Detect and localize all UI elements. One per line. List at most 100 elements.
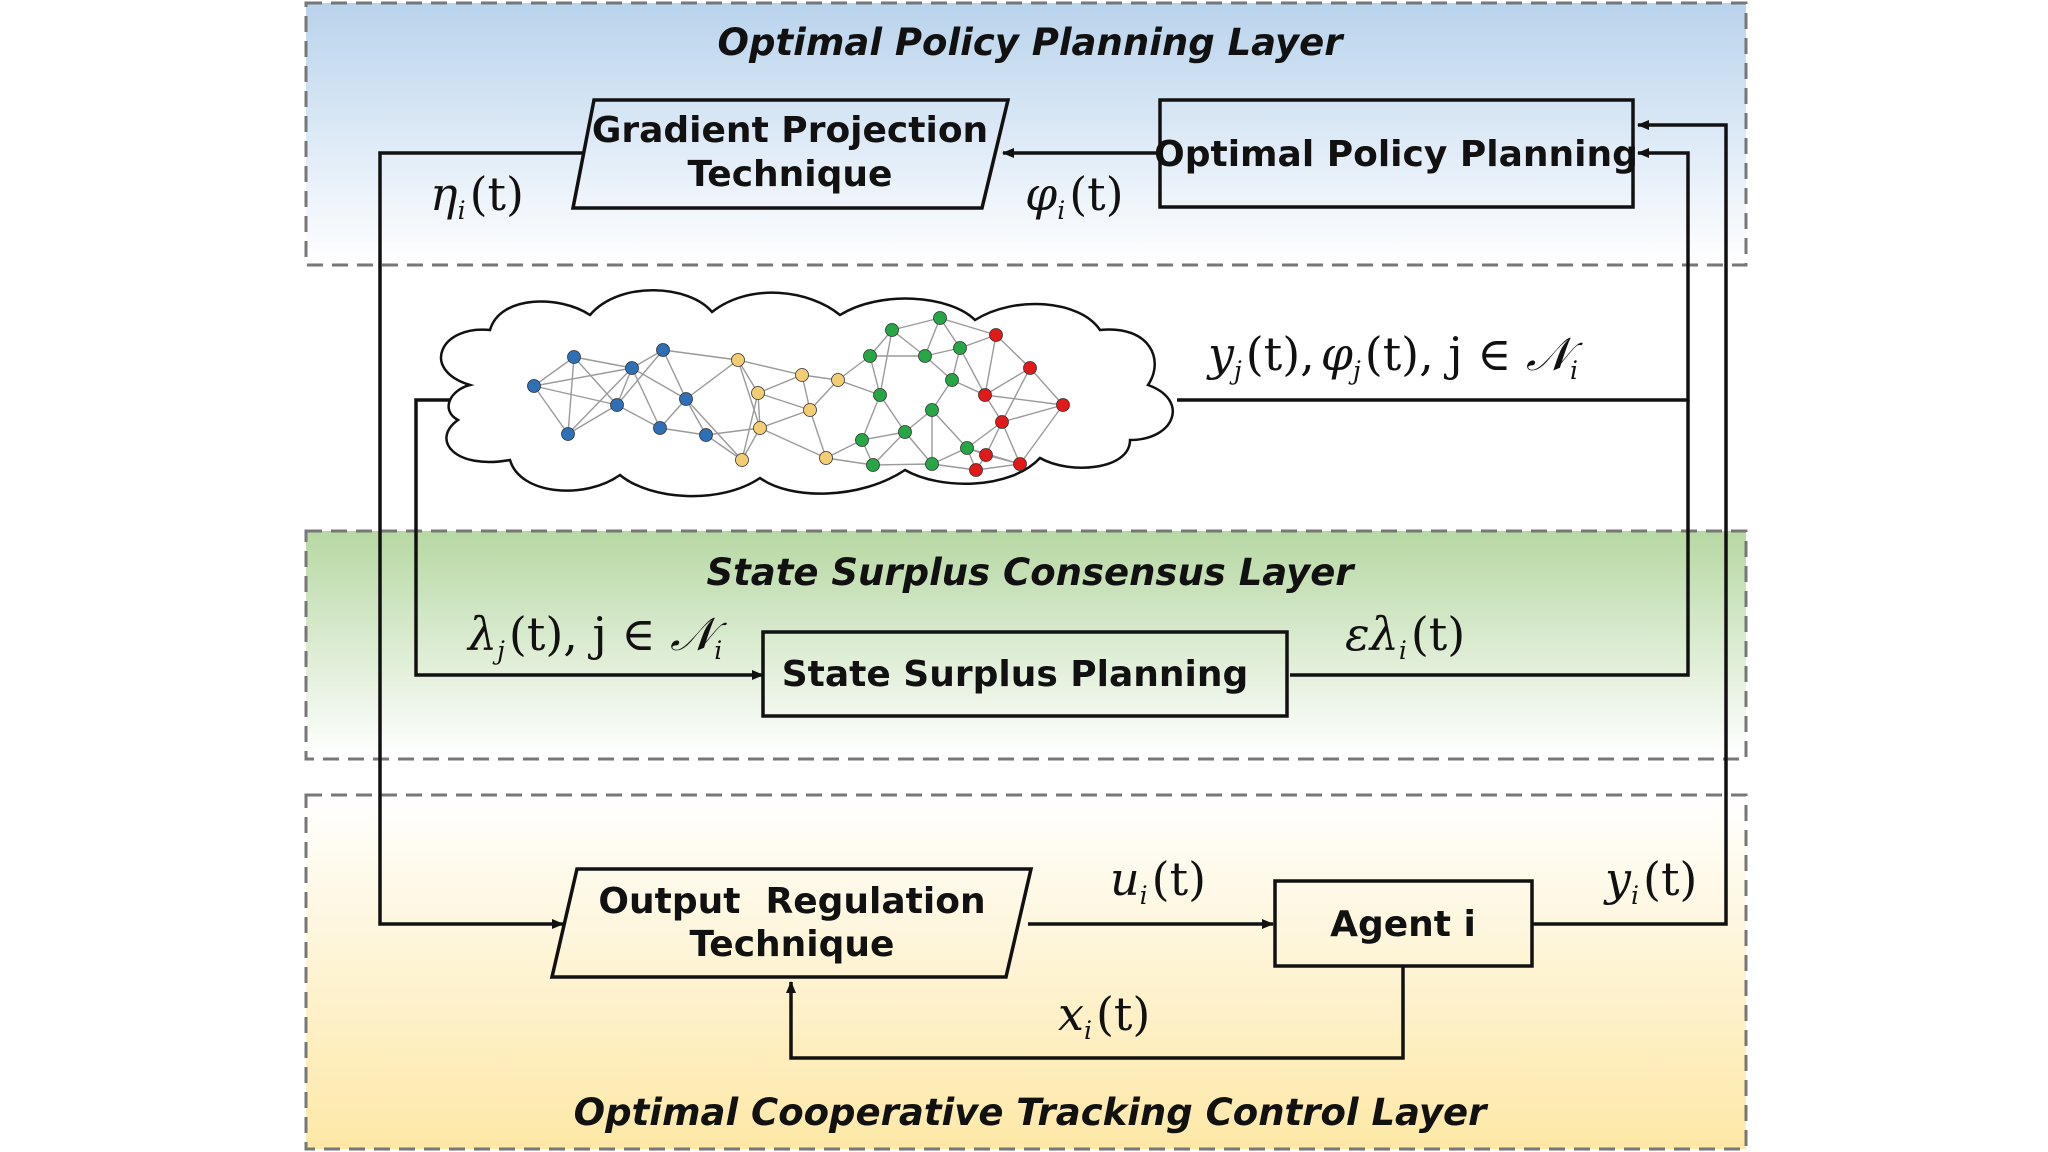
consensus-layer-title: State Surplus Consensus Layer (706, 551, 1356, 594)
network-edge (837, 379, 881, 396)
network-edge (891, 317, 941, 331)
network-node (960, 441, 974, 455)
network-edge (616, 349, 664, 406)
network-edge (966, 421, 1003, 449)
network-edge (809, 409, 827, 459)
network-node (610, 398, 624, 412)
network-edge (741, 392, 759, 461)
network-edge (616, 404, 661, 429)
network-edge (573, 356, 618, 406)
network-node (625, 361, 639, 375)
optimal-policy-planning-block: Optimal Policy Planning (1154, 98, 1638, 209)
network-edge (1001, 421, 1021, 465)
gradient-projection-box (570, 98, 1011, 210)
eps-lambda-signal-label: ελi(t) (1345, 607, 1465, 665)
network-node (653, 421, 667, 435)
u-signal-label: ui(t) (1110, 852, 1206, 910)
network-edge (825, 457, 874, 466)
network-node (1013, 457, 1027, 471)
network-node (995, 415, 1009, 429)
optimal-policy-planning-box (1158, 98, 1635, 209)
network-node (979, 448, 993, 462)
network-edge (759, 409, 811, 429)
network-signal-label: yj(t),φj(t), j ∈ 𝒩i (1206, 327, 1583, 385)
network-node (925, 403, 939, 417)
network-edge (984, 334, 997, 396)
network-node (953, 341, 967, 355)
network-node (795, 368, 809, 382)
network-node (873, 388, 887, 402)
network-node (699, 428, 713, 442)
output-regulation-label-line2: Technique (690, 924, 895, 965)
network-edge (879, 329, 893, 396)
network-edge (659, 427, 707, 436)
network-edge (931, 409, 968, 449)
signal-wires (378, 120, 1728, 1060)
communication-network (439, 289, 1175, 498)
network-node (679, 392, 693, 406)
network-edge (533, 385, 618, 406)
network-edge (631, 367, 687, 400)
state-surplus-planning-block: State Surplus Planning (761, 630, 1289, 718)
network-node (866, 458, 880, 472)
network-node (803, 403, 817, 417)
network-node (989, 328, 1003, 342)
y-wire (1533, 120, 1728, 926)
output-regulation-block: Output Regulation Technique (549, 867, 1034, 979)
network-edge (1029, 367, 1064, 406)
network-graph (527, 311, 1070, 477)
network-edge (685, 359, 739, 400)
network-edge (662, 349, 739, 361)
network-edge (975, 463, 1021, 471)
tracking-layer-band (304, 793, 1748, 1151)
network-edge (533, 356, 575, 387)
network-edge (567, 356, 575, 435)
x-wire (786, 966, 1405, 1060)
network-edge (573, 356, 633, 369)
network-node (527, 379, 541, 393)
network-edge (533, 367, 633, 387)
x-signal-label: xi(t) (1058, 987, 1150, 1045)
network-node (753, 421, 767, 435)
network-node (561, 427, 575, 441)
network-edge (662, 349, 687, 400)
network-node (945, 373, 959, 387)
network-edge (757, 374, 803, 394)
network-edge (891, 329, 926, 357)
network-edge (567, 404, 618, 435)
agent-label: Agent i (1330, 904, 1476, 945)
network-edge (705, 427, 761, 436)
network-wire (1177, 148, 1690, 402)
network-cloud (439, 289, 1175, 498)
gradient-projection-block: Gradient Projection Technique (570, 98, 1011, 210)
eta-signal-label: ηi(t) (430, 167, 524, 225)
network-edge (872, 431, 906, 466)
lambda-wire (414, 398, 764, 680)
network-node (918, 349, 932, 363)
network-node (855, 433, 869, 447)
lambda-signal-label: λj(t), j ∈ 𝒩i (466, 607, 727, 665)
policy-layer-title: Optimal Policy Planning Layer (718, 21, 1346, 64)
state-surplus-planning-box (761, 630, 1289, 718)
y-signal-label: yi(t) (1603, 852, 1697, 910)
network-edge (759, 427, 827, 459)
output-regulation-box (549, 867, 1034, 979)
network-node (567, 350, 581, 364)
network-edge (737, 359, 761, 429)
network-edge (904, 431, 933, 465)
gradient-projection-label-line1: Gradient Projection (592, 110, 988, 151)
network-edge (984, 367, 1031, 396)
network-node (933, 311, 947, 325)
network-node (831, 373, 845, 387)
output-regulation-label-line1: Output Regulation (598, 881, 985, 922)
network-edge (757, 392, 811, 411)
optimal-policy-planning-label: Optimal Policy Planning (1154, 134, 1638, 175)
network-node (978, 388, 992, 402)
policy-layer-band (304, 1, 1748, 267)
network-node (656, 343, 670, 357)
gradient-projection-label-line2: Technique (688, 154, 893, 195)
network-edge (737, 359, 803, 376)
network-edge (631, 367, 661, 429)
network-edge (567, 367, 633, 435)
